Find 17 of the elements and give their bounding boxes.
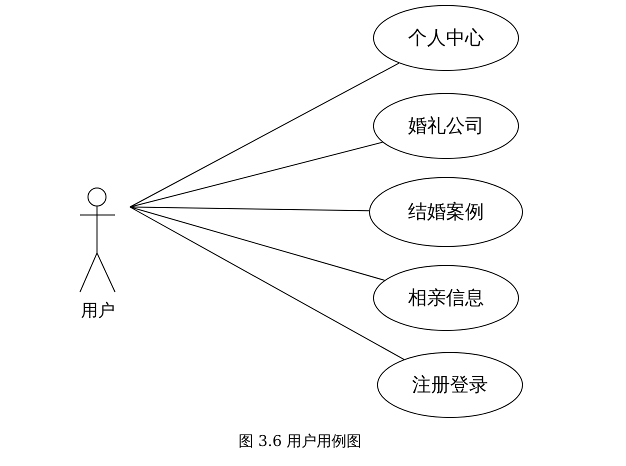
actor-label: 用户 [80, 300, 116, 322]
use-case-label: 注册登录 [412, 373, 488, 398]
association-line [130, 206, 370, 212]
use-case-ellipse [377, 352, 523, 418]
association-line [130, 206, 404, 360]
association-line [130, 62, 400, 208]
use-case-label: 结婚案例 [408, 200, 484, 225]
use-case-label: 个人中心 [408, 26, 484, 51]
use-case-label: 婚礼公司 [408, 114, 484, 139]
use-case-ellipse [373, 265, 519, 331]
use-case-label: 相亲信息 [408, 286, 484, 311]
association-line [130, 142, 383, 208]
figure-caption: 图 3.6 用户用例图 [237, 432, 363, 451]
use-case-ellipse [373, 93, 519, 159]
association-line [130, 206, 385, 281]
use-case-ellipse [369, 177, 523, 247]
use-case-ellipse [373, 5, 519, 71]
